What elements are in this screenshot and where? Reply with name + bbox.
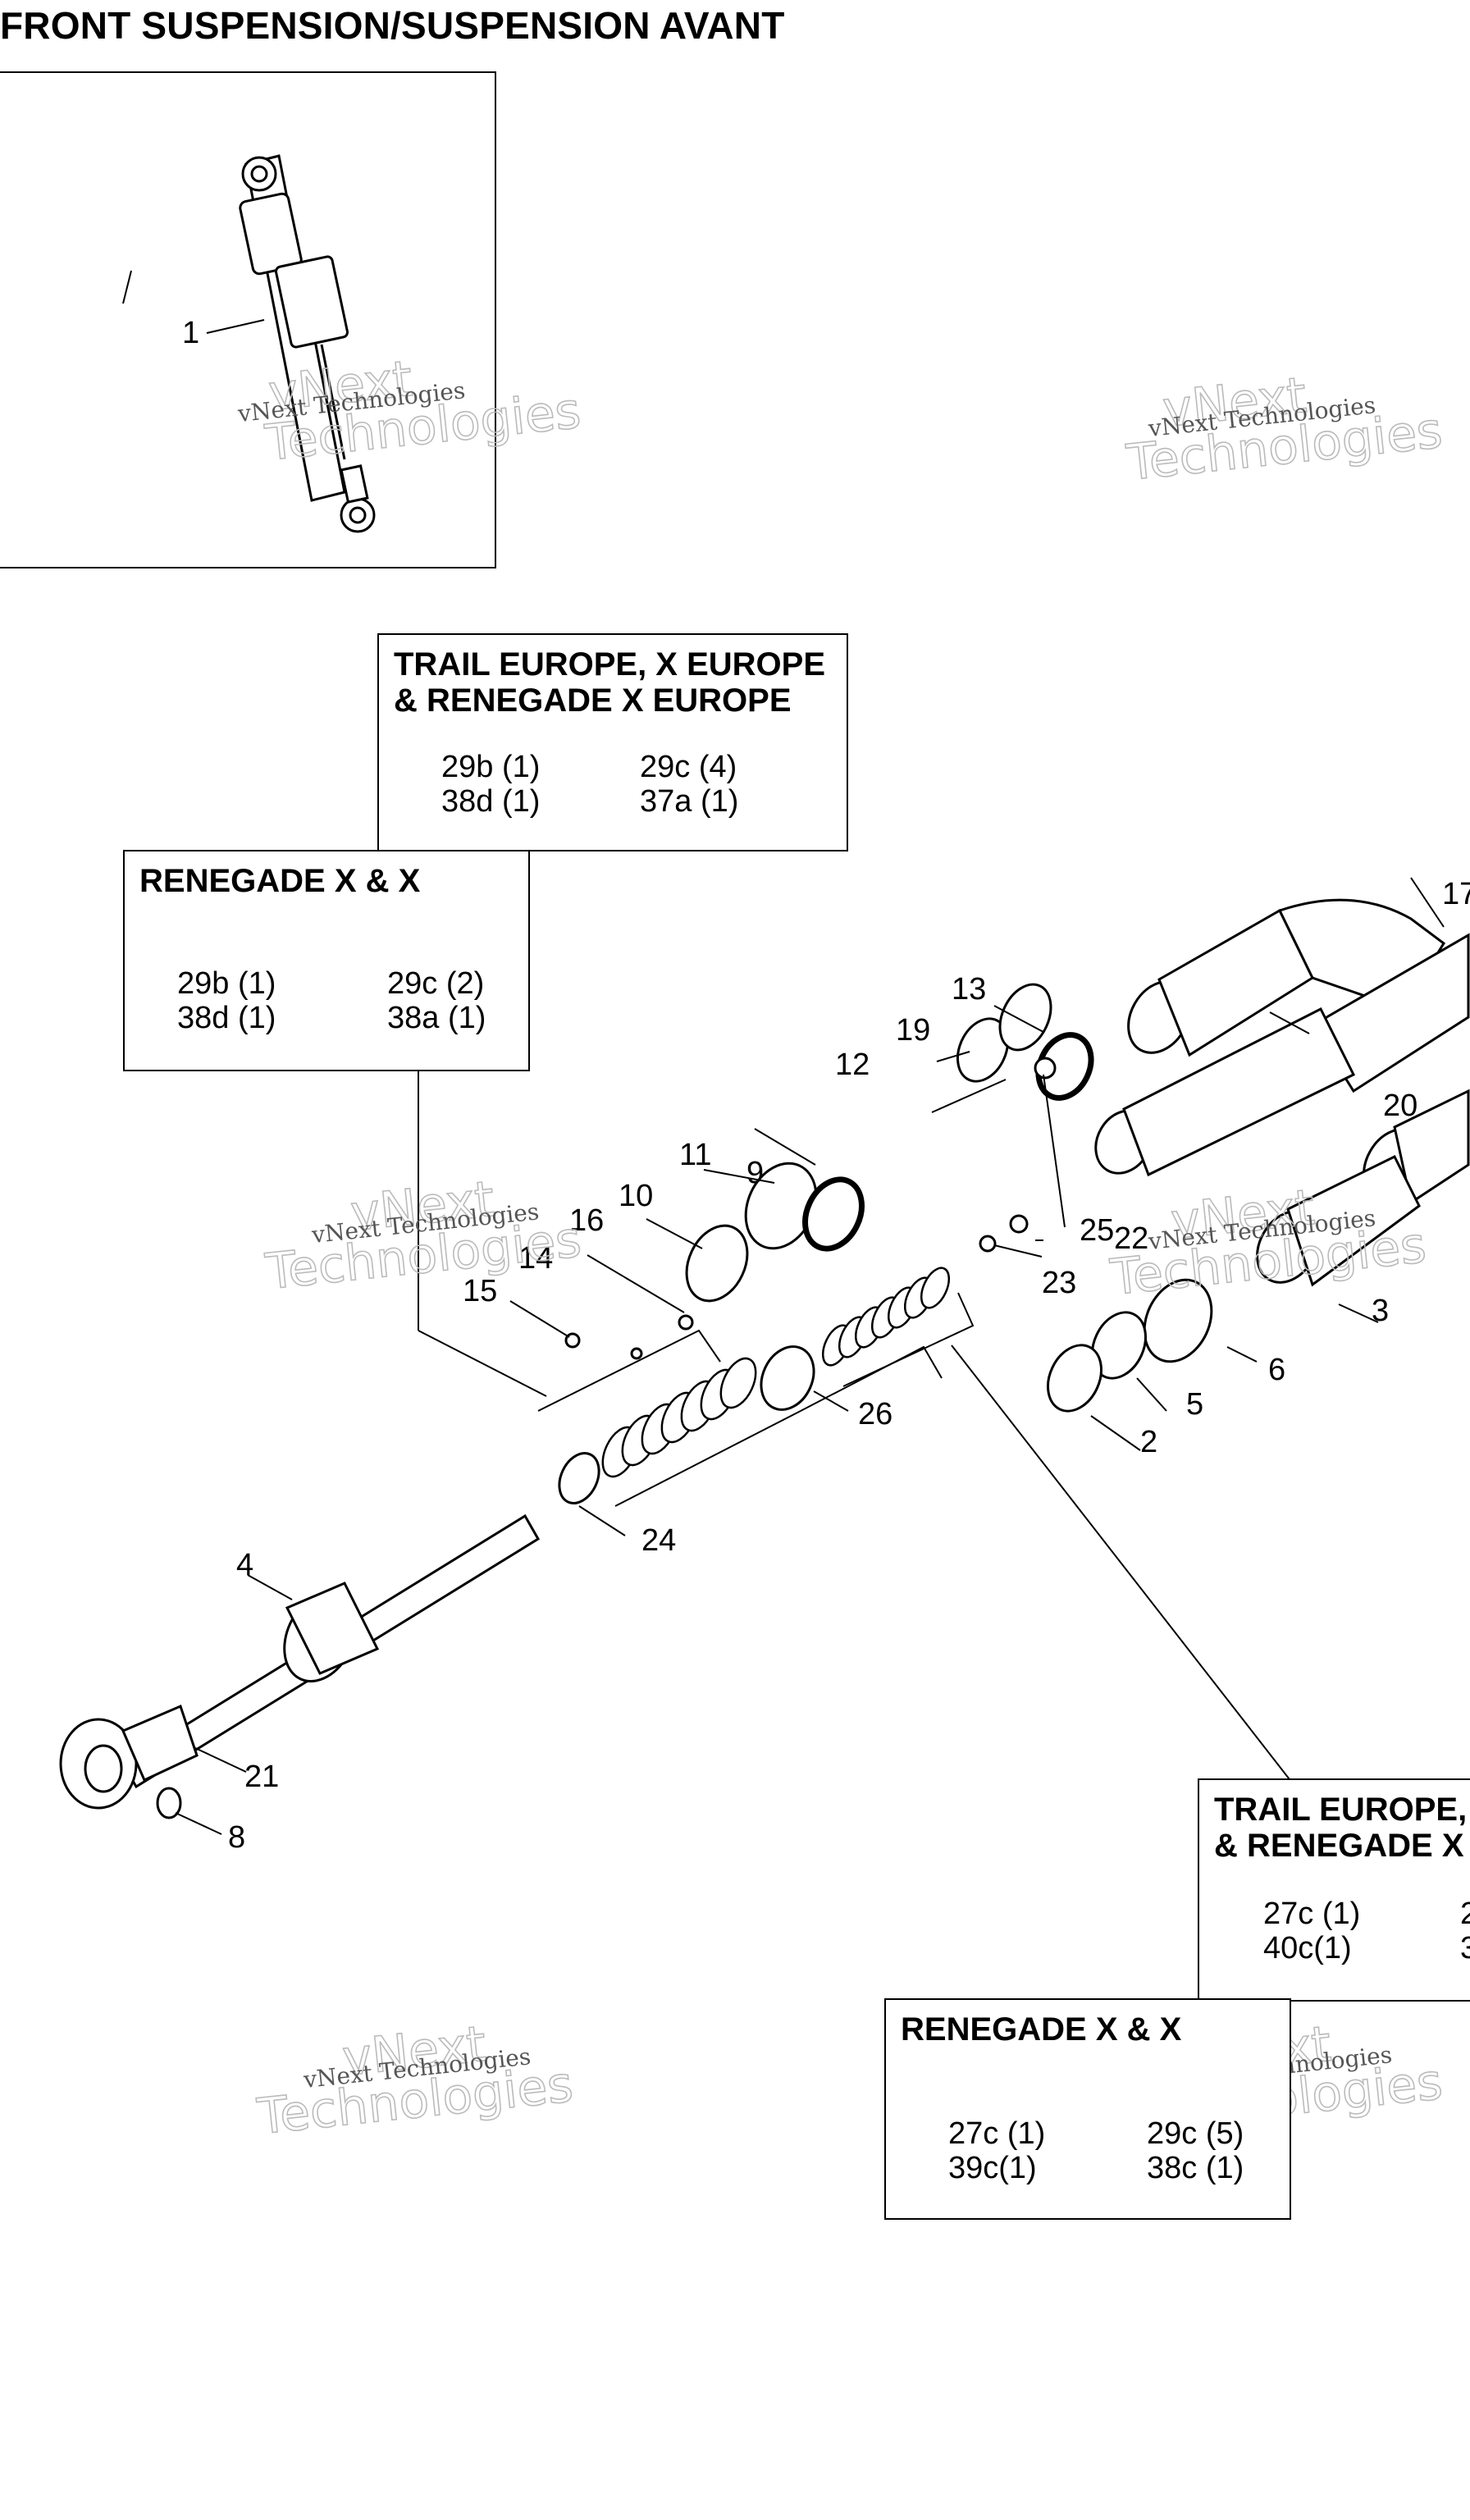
qty-cell: 29c (5)	[1147, 2116, 1244, 2151]
shock-overview-frame	[0, 71, 496, 568]
part-23-washer	[979, 1235, 997, 1253]
callout-15: 15	[463, 1274, 497, 1308]
bracket-lines	[418, 1070, 1299, 1791]
callout-8: 8	[228, 1820, 245, 1855]
table-heading: TRAIL EUROPE, X EUROPE & RENEGADE X EURO…	[394, 646, 826, 719]
watermark-top-right: vNext vNext Technologies Technologies	[1123, 366, 1445, 493]
callout-22: 22	[1114, 1221, 1148, 1256]
qty-cell: 29c (2)	[387, 966, 485, 1001]
callout-14: 14	[518, 1241, 553, 1276]
callout-16: 16	[569, 1203, 604, 1238]
qty-cell: 29b (1)	[177, 966, 276, 1001]
watermark-bottom-left: vNext vNext Technologies Technologies	[253, 2015, 576, 2147]
table-heading: TRAIL EUROPE, & RENEGADE X	[1214, 1792, 1468, 1864]
table-renegade-bottom: RENEGADE X & X 27c (1) 29c (5) 39c(1) 38…	[884, 1998, 1291, 2220]
callout-20: 20	[1383, 1089, 1418, 1123]
part-2-disc	[1047, 1344, 1102, 1413]
callout-26: 26	[858, 1397, 892, 1431]
part-22-nut	[1034, 1057, 1057, 1080]
callout-24: 24	[641, 1523, 676, 1558]
table-trail-europe-top: TRAIL EUROPE, X EUROPE & RENEGADE X EURO…	[377, 633, 848, 851]
diagram-title: FRONT SUSPENSION/SUSPENSION AVANT	[0, 4, 785, 47]
callout-5: 5	[1186, 1387, 1203, 1422]
qty-cell: 39c(1)	[948, 2151, 1037, 2185]
shim-stack-lower	[601, 1357, 757, 1478]
callout-4: 4	[236, 1548, 253, 1582]
part-19-piston	[998, 983, 1052, 1052]
qty-cell: 37a (1)	[640, 784, 739, 819]
qty-cell: 38a (1)	[387, 1001, 486, 1035]
callout-10: 10	[619, 1179, 653, 1213]
callout-25: 25	[1080, 1213, 1114, 1248]
part-24-washer	[558, 1452, 600, 1504]
callout-6: 6	[1268, 1353, 1285, 1387]
table-renegade-top: RENEGADE X & X 29b (1) 29c (2) 38d (1) 3…	[123, 850, 530, 1071]
callout-9: 9	[746, 1156, 764, 1190]
part-8-bushing	[156, 1787, 182, 1819]
callout-19: 19	[896, 1013, 930, 1048]
qty-cell: 3	[1460, 1931, 1470, 1965]
shock-absorber-illustration	[239, 154, 376, 533]
qty-cell: 38d (1)	[441, 784, 541, 819]
qty-cell: 40c(1)	[1263, 1931, 1352, 1965]
qty-cell: 38d (1)	[177, 1001, 276, 1035]
qty-cell: 27c (1)	[1263, 1897, 1361, 1931]
callout-12: 12	[835, 1048, 870, 1082]
callout-13: 13	[952, 972, 986, 1007]
qty-cell: 29b (1)	[441, 750, 541, 784]
table-heading: RENEGADE X & X	[901, 2011, 1182, 2048]
callout-labels: 1 2 3 4 5 6 8 9 10 11 12 13 14 15 16 17 …	[182, 316, 1470, 1855]
part-12-disc	[956, 1017, 1009, 1083]
part-5-disc	[1091, 1311, 1147, 1380]
callout-1: 1	[182, 316, 199, 350]
qty-cell: 29c (4)	[640, 750, 737, 784]
callout-17: 17	[1442, 877, 1470, 911]
callout-3: 3	[1372, 1294, 1389, 1328]
part-14-ball	[630, 1347, 643, 1360]
part-10-disc	[685, 1224, 749, 1303]
shaft-assembly	[59, 1513, 541, 1819]
part-16-screw	[678, 1314, 694, 1331]
qty-cell: 38c (1)	[1147, 2151, 1244, 2185]
part-26-piston	[760, 1345, 815, 1411]
shock-body-exploded	[1094, 898, 1470, 1287]
callout-11: 11	[679, 1138, 711, 1172]
watermark-mid-left: vNext vNext Technologies Technologies	[262, 1170, 584, 1302]
callout-21: 21	[244, 1760, 279, 1794]
callout-2: 2	[1140, 1425, 1157, 1459]
part-6-piston	[1143, 1278, 1213, 1363]
qty-cell: 2	[1460, 1897, 1470, 1931]
callout-23: 23	[1042, 1266, 1076, 1300]
exploded-parts	[558, 983, 1213, 1504]
table-heading: RENEGADE X & X	[139, 863, 421, 899]
part-25-washer	[1009, 1214, 1029, 1234]
part-13-oring	[1035, 1032, 1094, 1101]
table-trail-europe-bottom: TRAIL EUROPE, & RENEGADE X 27c (1) 2 40c…	[1198, 1778, 1470, 2002]
shim-stack-upper	[821, 1267, 951, 1367]
part-9-oring	[802, 1176, 865, 1252]
qty-cell: 27c (1)	[948, 2116, 1046, 2151]
leader-lines	[122, 270, 1445, 1835]
